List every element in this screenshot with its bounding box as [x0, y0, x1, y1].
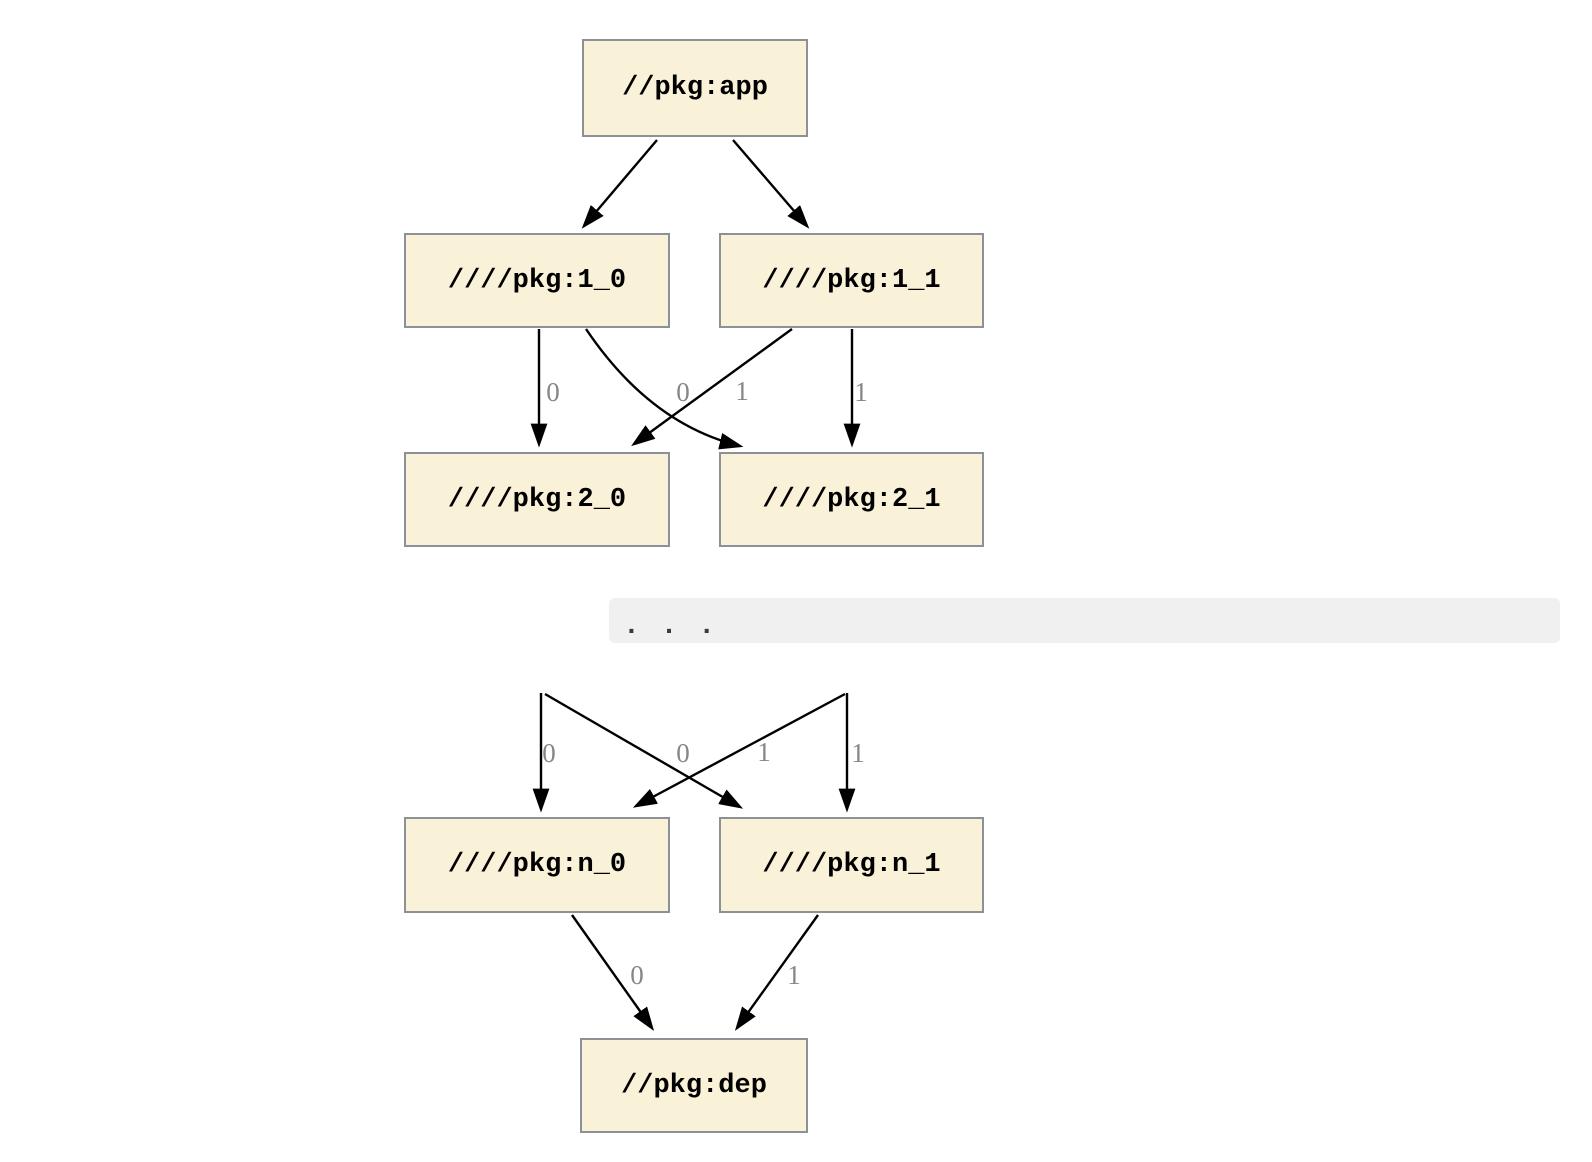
edge-label-1_0-2_0: 0 — [546, 377, 560, 407]
ellipsis-band: . . . — [609, 598, 1560, 643]
node-1_0-label: ////pkg:1_0 — [447, 265, 627, 296]
ellipsis-dots: . . . — [623, 611, 718, 642]
node-2_1: ////pkg:2_1 — [719, 452, 984, 547]
edge-label-1_1-2_1: 1 — [854, 377, 868, 407]
edge-n_1-to-dep — [734, 914, 819, 1031]
node-app-label: //pkg:app — [622, 73, 768, 103]
edge-n_0-to-dep — [571, 914, 655, 1031]
edge-label-ellipsis-n_1-cross: 1 — [757, 737, 771, 767]
node-2_0-label: ////pkg:2_0 — [447, 484, 627, 515]
node-n_1: ////pkg:n_1 — [719, 817, 984, 913]
node-n_0: ////pkg:n_0 — [404, 817, 670, 913]
edge-label-n_1-dep: 1 — [787, 960, 801, 990]
node-2_1-label: ////pkg:2_1 — [762, 484, 941, 515]
node-1_1: ////pkg:1_1 — [719, 233, 984, 328]
edge-label-ellipsis-n_1: 1 — [851, 738, 865, 768]
edge-app-to-1_0 — [581, 139, 658, 229]
node-1_1-label: ////pkg:1_1 — [762, 265, 941, 296]
edge-label-ellipsis-n_0: 0 — [542, 738, 556, 768]
node-1_0: ////pkg:1_0 — [404, 233, 670, 328]
edge-label-1_1-2_0: 0 — [676, 377, 690, 407]
edge-label-1_0-2_1: 1 — [735, 376, 749, 406]
edge-ellipsis-to-n_1-cross — [544, 692, 744, 809]
edge-app-to-1_1 — [732, 139, 810, 229]
node-n_0-label: ////pkg:n_0 — [447, 850, 627, 880]
node-app: //pkg:app — [582, 39, 808, 137]
edge-1_1-to-2_0 — [631, 328, 793, 447]
node-n_1-label: ////pkg:n_1 — [762, 850, 941, 880]
edge-1_0-to-2_1 — [585, 328, 744, 450]
edge-label-n_0-dep: 0 — [630, 960, 644, 990]
node-dep-label: //pkg:dep — [621, 1070, 767, 1101]
node-2_0: ////pkg:2_0 — [404, 452, 670, 547]
edge-label-ellipsis-n_0-cross: 0 — [676, 738, 690, 768]
edge-ellipsis-to-n_0-cross — [632, 692, 846, 808]
node-dep: //pkg:dep — [580, 1038, 808, 1133]
